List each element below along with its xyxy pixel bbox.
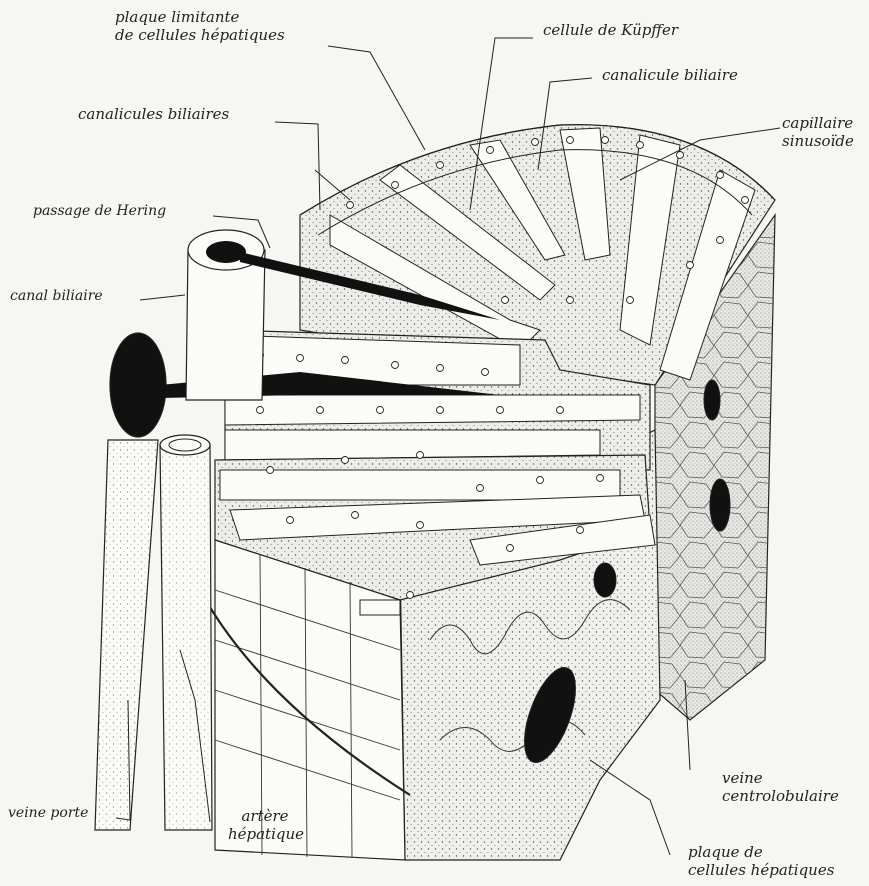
label-passage-hering: passage de Hering bbox=[33, 203, 166, 220]
label-kupffer-cell: cellule de Küpffer bbox=[543, 22, 678, 39]
label-canalicules-biliaires: canalicules biliaires bbox=[78, 106, 229, 123]
label-plaque-limitante-l1: plaque limitante bbox=[115, 9, 239, 26]
label-capillaire-l1: capillaire bbox=[782, 115, 853, 132]
label-plaque-cellules-l2: cellules hépatiques bbox=[688, 862, 834, 879]
label-artere-l1: artère bbox=[230, 808, 300, 825]
label-capillaire-l2: sinusoïde bbox=[782, 133, 854, 150]
label-artere-l2: hépatique bbox=[224, 826, 308, 843]
label-plaque-limitante-l2: de cellules hépatiques bbox=[115, 27, 285, 44]
label-veine-centro-l2: centrolobulaire bbox=[722, 788, 839, 805]
label-canal-biliaire: canal biliaire bbox=[10, 288, 103, 305]
label-plaque-cellules-l1: plaque de bbox=[688, 844, 763, 861]
label-canalicule-biliaire: canalicule biliaire bbox=[602, 67, 738, 84]
label-veine-porte: veine porte bbox=[8, 805, 88, 822]
label-veine-centro-l1: veine bbox=[722, 770, 763, 787]
